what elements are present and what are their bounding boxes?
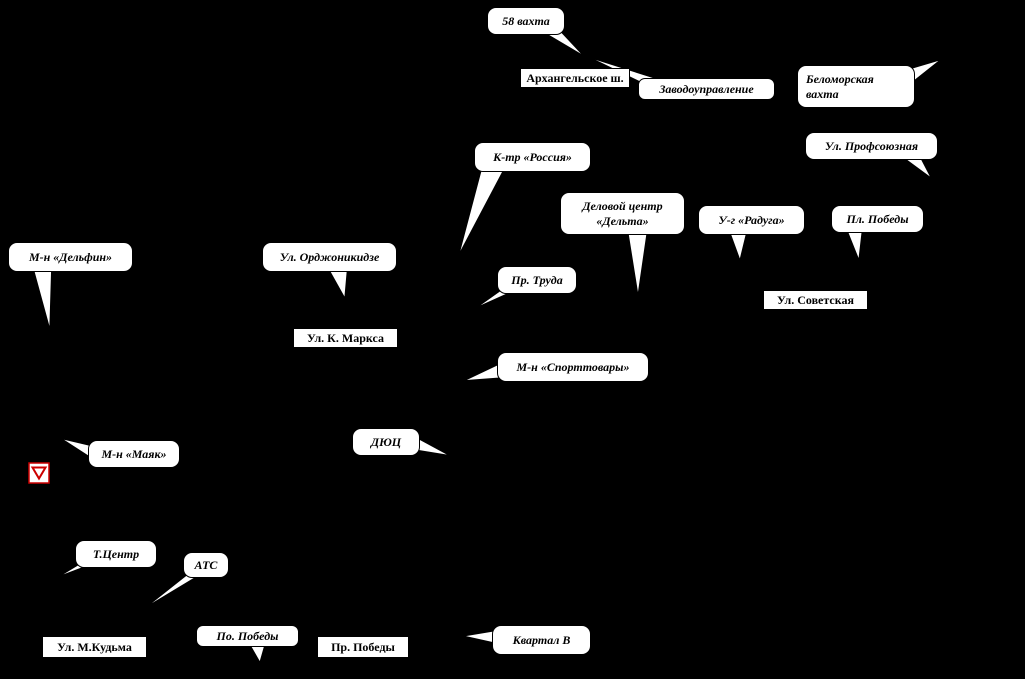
callout-tail-ktr-rossiya bbox=[457, 165, 507, 258]
callout-label: Деловой центр «Дельта» bbox=[582, 199, 663, 228]
callout-mn-mayak[interactable]: М-н «Маяк» bbox=[88, 440, 180, 468]
plate-label: Ул. Советская bbox=[777, 292, 854, 307]
callout-label: Ул. Профсоюзная bbox=[824, 138, 919, 153]
callout-t-centr[interactable]: Т.Центр bbox=[75, 540, 157, 568]
callout-label: Квартал В bbox=[512, 632, 571, 647]
label-ul-m-kudma: Ул. М.Кудьма bbox=[42, 636, 147, 658]
callout-ktr-rossiya[interactable]: К-тр «Россия» bbox=[474, 142, 591, 172]
plate-label: Ул. М.Кудьма bbox=[57, 639, 132, 654]
callout-label: По. Победы bbox=[216, 628, 279, 643]
callout-belomorskaya-vahta[interactable]: Беломорская вахта bbox=[797, 65, 915, 108]
callout-pl-pobedy[interactable]: Пл. Победы bbox=[831, 205, 924, 233]
callout-label: Пл. Победы bbox=[846, 211, 909, 226]
label-ul-k-marksa: Ул. К. Маркса bbox=[293, 328, 398, 348]
callout-label: М-н «Маяк» bbox=[101, 446, 167, 461]
callout-label: У-г «Радуга» bbox=[718, 212, 785, 227]
callout-label: Т.Центр bbox=[92, 546, 140, 561]
callout-58-vahta[interactable]: 58 вахта bbox=[487, 7, 565, 35]
callout-label: Заводоуправление bbox=[659, 81, 754, 96]
label-pr-pobedy: Пр. Победы bbox=[317, 636, 409, 658]
callout-po-pobedy[interactable]: По. Победы bbox=[196, 625, 299, 647]
callout-duc[interactable]: ДЮЦ bbox=[352, 428, 420, 456]
callout-label: М-н «Дельфин» bbox=[28, 249, 113, 264]
callout-zavodoupravlenie[interactable]: Заводоуправление bbox=[638, 78, 775, 100]
yield-sign-icon bbox=[28, 462, 50, 484]
callout-mn-delfin[interactable]: М-н «Дельфин» bbox=[8, 242, 133, 272]
plate-label: Пр. Победы bbox=[331, 639, 395, 654]
callout-label: АТС bbox=[194, 557, 218, 572]
callout-delovoy-centr-delta[interactable]: Деловой центр «Дельта» bbox=[560, 192, 685, 235]
label-arkhangelskoe-sh: Архангельское ш. bbox=[520, 68, 630, 88]
callout-label: К-тр «Россия» bbox=[493, 149, 572, 164]
plate-label: Архангельское ш. bbox=[526, 70, 624, 85]
callout-pr-truda[interactable]: Пр. Труда bbox=[497, 266, 577, 294]
yield-sign-triangle bbox=[30, 466, 48, 481]
callout-ul-profsoyuznaya[interactable]: Ул. Профсоюзная bbox=[805, 132, 938, 160]
label-ul-sovetskaya: Ул. Советская bbox=[763, 290, 868, 310]
callout-label: 58 вахта bbox=[502, 13, 550, 28]
callout-tail-delovoy-centr-delta bbox=[626, 227, 649, 298]
callout-ug-raduga[interactable]: У-г «Радуга» bbox=[698, 205, 805, 235]
callout-ats[interactable]: АТС bbox=[183, 552, 229, 578]
callout-label: Ул. Орджоникидзе bbox=[279, 249, 380, 264]
callout-mn-sporttovary[interactable]: М-н «Спорттовары» bbox=[497, 352, 649, 382]
callout-label: ДЮЦ bbox=[370, 434, 402, 449]
callout-tail-mn-delfin bbox=[31, 264, 53, 332]
callout-ul-ordzhonikidze[interactable]: Ул. Орджоникидзе bbox=[262, 242, 397, 272]
plate-label: Ул. К. Маркса bbox=[307, 330, 384, 345]
callout-kvartal-v[interactable]: Квартал В bbox=[492, 625, 591, 655]
callout-label: Беломорская вахта bbox=[806, 72, 874, 101]
callout-label: М-н «Спорттовары» bbox=[516, 359, 630, 374]
callout-label: Пр. Труда bbox=[511, 272, 563, 287]
